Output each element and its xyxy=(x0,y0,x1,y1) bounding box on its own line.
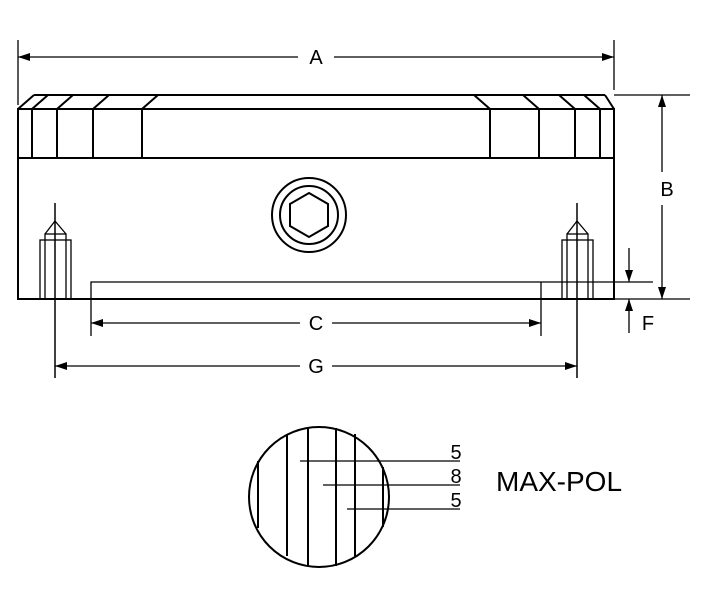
dim-label-c: C xyxy=(309,313,323,335)
dim-label-f: F xyxy=(642,313,654,335)
pole-detail xyxy=(248,426,460,568)
slot xyxy=(90,281,653,336)
chuck-body xyxy=(17,94,615,300)
left-pin xyxy=(39,203,72,378)
pitch-label-3: 5 xyxy=(450,490,461,512)
pitch-label-1: 5 xyxy=(450,442,461,464)
pitch-label-2: 8 xyxy=(450,466,461,488)
detail-title: MAX-POL xyxy=(496,466,622,497)
dim-label-a: A xyxy=(309,47,323,69)
right-pin xyxy=(561,203,594,378)
dim-label-g: G xyxy=(308,356,324,378)
hex-socket-screw xyxy=(271,177,347,253)
dimension-lines xyxy=(17,40,690,370)
dim-label-b: B xyxy=(660,179,673,201)
